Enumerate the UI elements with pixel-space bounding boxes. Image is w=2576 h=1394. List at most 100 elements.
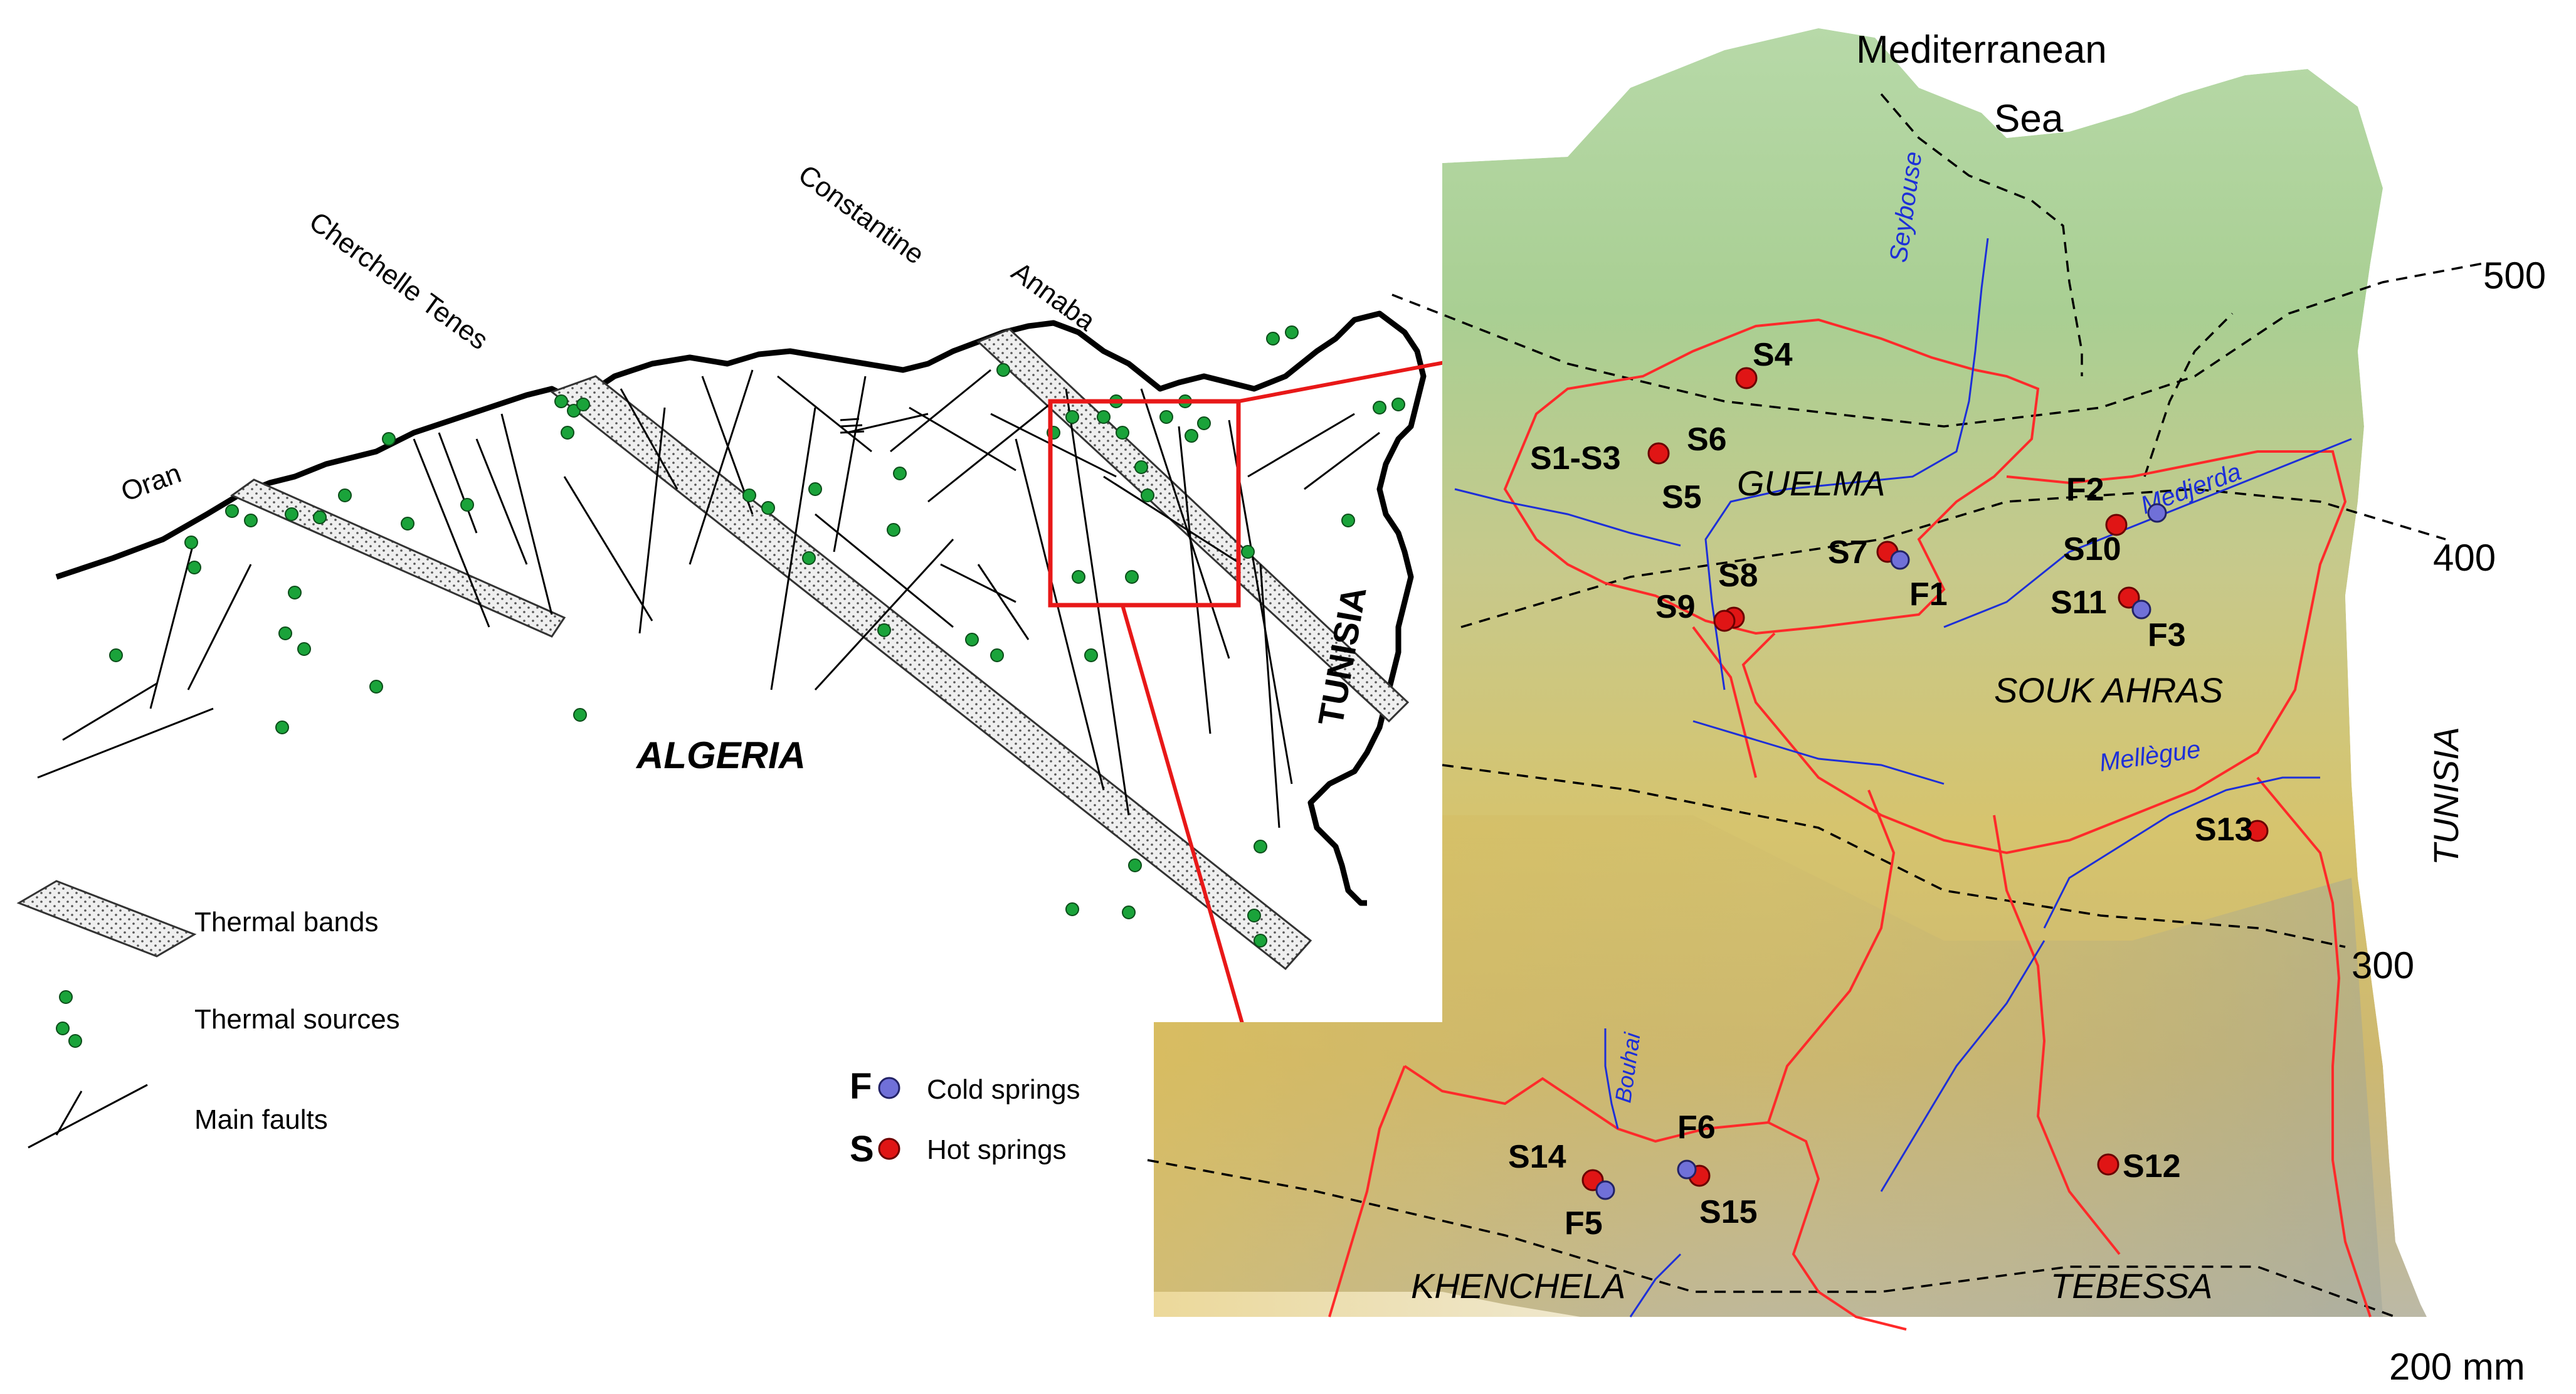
hot-spring-s11 [2118,586,2140,609]
tebessa-boundary [2256,776,2372,1317]
thermal-source [742,488,756,502]
country-label-tunisia-right: TUNISIA [2426,727,2466,865]
souk-ahras-boundary [1741,450,2347,855]
left-legend: Thermal bands Thermal sources Main fault… [16,880,400,1149]
spring-label-f5: F5 [1565,1205,1603,1242]
river-south [1880,940,2045,1192]
thermal-source [382,432,396,446]
inner-boundary-b [1767,789,1896,1123]
thermal-source [573,708,587,722]
spring-label-s7: S7 [1828,534,1868,571]
spring-label-s13: S13 [2195,811,2253,848]
thermal-source [285,507,298,521]
thermal-source [1134,460,1148,474]
hot-spring-s13 [2246,820,2269,842]
thermal-source [893,467,907,480]
thermal-source [1128,858,1142,872]
legend-thermal-band-swatch [16,880,197,958]
thermal-sources [109,325,1405,948]
thermal-band-east [976,328,1410,723]
region-label-souk-ahras: SOUK AHRAS [1994,670,2223,710]
legend-thermal-source-dot [56,1022,70,1035]
main-faults [37,369,1380,828]
thermal-source [225,504,239,518]
thermal-source [460,498,474,512]
thermal-source [369,680,383,694]
river-center [1692,720,1945,785]
thermal-source [1125,570,1139,584]
thermal-source [1247,909,1261,922]
thermal-source [1084,648,1098,662]
isohyet-label-500: 500 [2483,255,2546,297]
hot-spring-s4 [1735,367,1758,389]
thermal-source [1266,332,1280,346]
thermal-source [244,514,258,527]
thermal-source [877,623,891,637]
thermal-source [278,626,292,640]
isohyet-500 [1391,262,2484,428]
terrain-relief-overlay [1154,815,2383,1317]
spring-label-s6: S6 [1687,421,1727,458]
legend-cold-spring-dot [878,1077,900,1099]
isohyet-200 [1147,1159,2396,1318]
spring-label-f3: F3 [2148,617,2186,653]
city-label-cherchelle-tenes: Cherchelle Tenes [304,206,494,356]
thermal-source [109,648,123,662]
thermal-source [1072,570,1085,584]
legend-thermal-sources: Thermal sources [194,1004,400,1035]
thermal-source [1159,410,1173,424]
spring-label-s9: S9 [1655,589,1696,625]
thermal-source [1065,902,1079,916]
legend-fault-line [28,1084,148,1149]
thermal-source [996,363,1010,377]
thermal-source [1373,401,1386,415]
spring-label-s10: S10 [2063,531,2121,568]
cold-spring-f2 [2147,503,2167,523]
thermal-source [1254,934,1267,948]
legend-thermal-source-dot [68,1034,82,1048]
thermal-source [965,633,979,647]
hot-spring-s1-s3 [1647,442,1670,465]
isohyet-label-400: 400 [2433,537,2496,579]
thermal-source [1097,410,1111,424]
khenchela-boundary [1403,1065,1907,1331]
sea-area [1442,0,2576,1394]
thermal-source [1065,410,1079,424]
hot-spring-s10 [2105,514,2128,536]
guelma-boundary [1503,318,2040,635]
thermal-source [338,488,352,502]
river-sw [1629,1253,1682,1317]
spring-label-s1-s3: S1-S3 [1530,440,1621,477]
thermal-source [184,536,198,549]
thermal-source [561,426,574,440]
thermal-source [1341,514,1355,527]
legend-fault-line [55,1090,83,1136]
algeria-overview-map: Oran Cherchelle Tenes Constantine Annaba… [16,159,1687,1230]
sea-label-line2: Sea [1994,97,2064,140]
province-boundaries [1328,318,2372,1331]
spring-legend: F Cold springs S Hot springs [850,1066,1080,1170]
hot-springs [1581,367,2269,1191]
thermal-source [1391,398,1405,411]
river-bouhai [1604,1028,1619,1129]
legend-main-faults: Main faults [194,1104,328,1135]
legend-thermal-source-dot [59,990,73,1004]
region-label-khenchela: KHENCHELA [1411,1266,1625,1306]
cold-spring-f5 [1595,1180,1615,1200]
study-area-box [1048,399,1241,608]
thermal-source [275,721,289,734]
study-area-map: Mediterranean Sea GUELMA SOUK AHRAS KHEN… [1147,0,2576,1394]
river-mellegue [2043,776,2320,929]
isohyet-label-200: 200 mm [2389,1346,2525,1388]
inner-boundary-d [1692,626,1757,778]
thermal-source [990,648,1004,662]
spring-label-s12: S12 [2123,1148,2181,1185]
spring-label-f2: F2 [2066,472,2104,508]
legend-cold-springs: Cold springs [927,1074,1080,1105]
region-label-tebessa: TEBESSA [2051,1266,2212,1306]
legend-hot-spring-dot [878,1138,900,1160]
city-label-constantine: Constantine [793,159,930,270]
isohyet-coast-b [2143,312,2234,477]
thermal-source [1122,906,1136,919]
